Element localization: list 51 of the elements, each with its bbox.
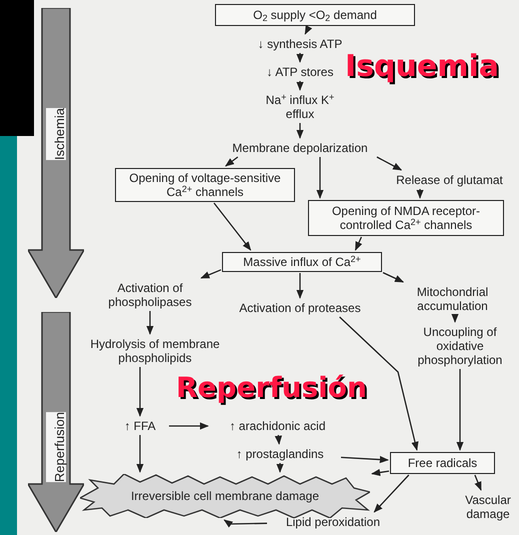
process-box: Massive influx of Ca$^{2+}$	[222, 252, 382, 272]
step-text: Uncoupling of oxidative phosphorylation	[405, 324, 515, 368]
arrow	[136, 367, 144, 417]
step-text: ↑ prostaglandins	[220, 446, 340, 462]
overlay-title: Reperfusión	[176, 374, 367, 402]
arrow	[224, 519, 268, 528]
arrow	[416, 189, 424, 199]
arrow	[276, 463, 284, 473]
phase-label: Ischemia	[46, 108, 66, 160]
arrow	[213, 202, 252, 251]
step-text: Lipid peroxidation	[268, 514, 398, 530]
arrow	[136, 435, 144, 473]
arrow	[382, 272, 404, 283]
step-text: Membrane depolarization	[215, 140, 385, 156]
step-text: Na$^{+}$ influx K$^{+}$ efflux	[265, 92, 335, 122]
overlay-title: Isquemia	[345, 52, 499, 82]
arrow	[169, 422, 209, 430]
arrow	[451, 314, 459, 323]
arrow	[296, 123, 304, 139]
arrow	[146, 311, 154, 335]
process-box: Opening of NMDA receptor-controlled Ca$^{2+}$ channels	[308, 200, 504, 236]
process-box: O$_{2}$ supply <O$_{2}$ demand	[215, 4, 415, 26]
arrow	[304, 25, 312, 35]
step-text: Vascular damage	[458, 492, 518, 522]
arrow	[296, 81, 304, 91]
step-text: Irreversible cell membrane damage	[130, 489, 320, 503]
arrow	[274, 434, 282, 445]
arrow	[339, 316, 418, 451]
arrow	[456, 369, 464, 451]
arrow	[224, 156, 238, 167]
step-text: Mitochondrial accumulation	[395, 284, 510, 314]
arrow	[316, 157, 324, 199]
phase-label: Reperfusion	[46, 412, 66, 482]
step-text: Hydrolysis of membrane phospholipids	[90, 336, 220, 366]
step-text: ↓ synthesis ATP	[245, 36, 355, 52]
arrow	[354, 236, 362, 251]
step-text: Release of glutamat	[380, 172, 519, 188]
step-text: Activation of proteases	[225, 300, 375, 316]
process-box: Free radicals	[390, 452, 495, 474]
process-box: Opening of voltage-sensitive Ca$^{2+}$ channels	[115, 168, 295, 202]
arrow	[340, 456, 389, 464]
arrow	[200, 269, 222, 279]
arrow	[296, 53, 304, 63]
step-text: Activation of phospholipases	[100, 280, 200, 310]
arrow	[296, 273, 304, 299]
arrow	[371, 468, 390, 476]
arrow	[474, 474, 482, 491]
step-text: ↑ FFA	[112, 418, 168, 434]
arrow	[376, 156, 402, 171]
arrow	[374, 474, 410, 513]
step-text: ↑ arachidonic acid	[210, 418, 345, 434]
